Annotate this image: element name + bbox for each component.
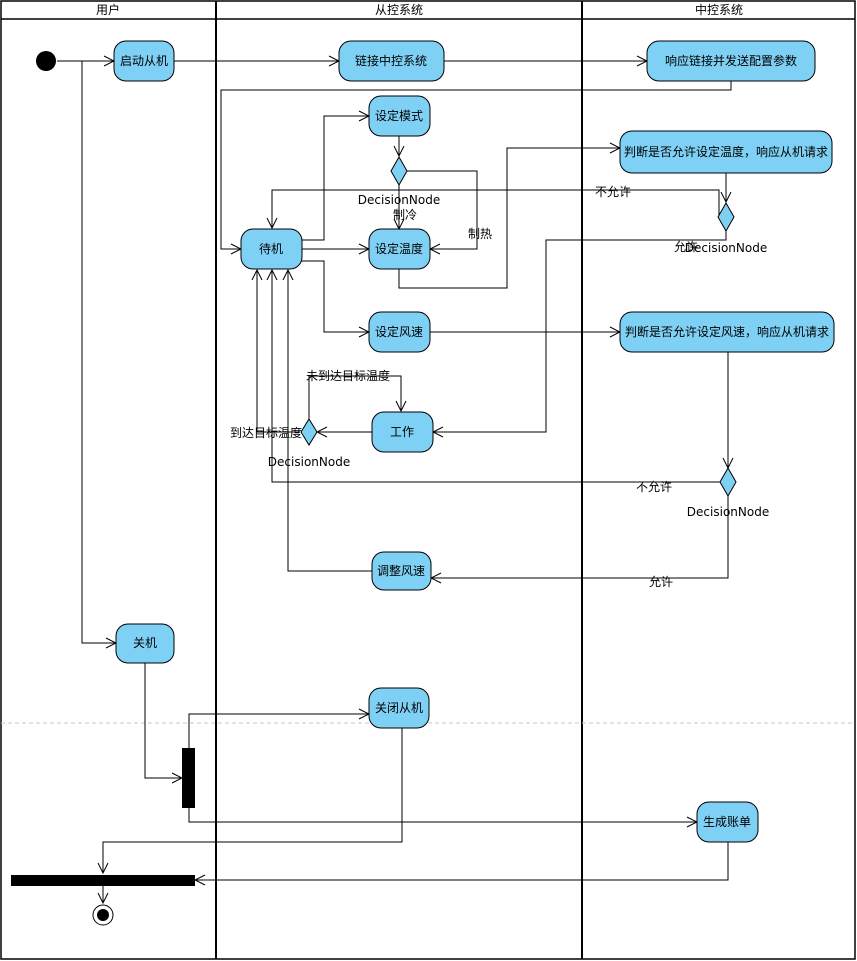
edge-decision-heat: [407, 170, 478, 249]
edge-label-cool: 制冷: [393, 208, 417, 222]
edge-speed-allow: [431, 496, 729, 578]
node-respond-link: [646, 40, 816, 82]
edge-start-to-power-off: [57, 60, 116, 643]
activity-nodes: [113, 40, 835, 843]
decision-work-temp-label: DecisionNode: [268, 455, 350, 469]
edge-set-temp-to-judge-temp: [398, 148, 620, 289]
node-power-off: [115, 623, 175, 664]
edge-fork-to-close: [188, 714, 369, 748]
node-judge-temp: [619, 130, 833, 174]
node-labels: 启动从机 链接中控系统 响应链接并发送配置参数 设定模式 待机 设定温度 判断是…: [120, 53, 829, 829]
lane-user-title: 用户: [96, 2, 120, 17]
node-set-speed: [368, 311, 431, 353]
label-set-temp: 设定温度: [375, 241, 423, 256]
edge-adjust-to-standby: [288, 270, 372, 572]
edge-reached: [257, 270, 300, 433]
edge-label-not-reached: 未到达目标温度: [306, 368, 390, 383]
edge-labels: 制冷 制热 不允许 允许 未到达目标温度 到达目标温度 不允许 允许: [230, 184, 698, 589]
label-set-mode: 设定模式: [375, 108, 423, 123]
node-start-slave: [113, 40, 175, 82]
edge-bill-to-join: [195, 842, 729, 880]
decision-speed-allow-diamond: [719, 466, 737, 498]
edge-label-allow-temp: 允许: [674, 239, 698, 254]
label-judge-speed: 判断是否允许设定风速，响应从机请求: [625, 324, 829, 339]
decision-mode-diamond: [390, 155, 408, 187]
node-work: [371, 411, 434, 453]
fork-bar: [182, 748, 195, 808]
edge-fork-to-bill: [188, 808, 697, 822]
join-bar: [11, 875, 195, 886]
node-set-temp: [368, 228, 431, 270]
edge-label-heat: 制热: [468, 227, 492, 241]
label-respond-link: 响应链接并发送配置参数: [665, 53, 797, 68]
label-start-slave: 启动从机: [120, 54, 168, 68]
lane-slave-title: 从控系统: [375, 3, 423, 17]
node-set-mode: [368, 95, 431, 137]
edge-label-not-allow-temp: 不允许: [595, 184, 631, 199]
decision-nodes: [300, 155, 737, 498]
node-adjust-speed: [371, 551, 432, 591]
decision-temp-allow-label: DecisionNode: [685, 241, 767, 255]
node-link-central: [338, 40, 445, 82]
edge-standby-to-set-speed: [300, 260, 369, 332]
edge-temp-allow: [433, 231, 727, 432]
edge-label-reached: 到达目标温度: [230, 425, 302, 440]
final-node: [92, 904, 114, 926]
decision-speed-allow-label: DecisionNode: [687, 505, 769, 519]
edge-respond-to-standby: [220, 80, 732, 249]
decision-work-temp-diamond: [300, 418, 318, 446]
label-gen-bill: 生成账单: [703, 815, 751, 829]
lane-central-title: 中控系统: [695, 2, 743, 17]
edge-label-not-allow-speed: 不允许: [636, 479, 672, 494]
label-link-central: 链接中控系统: [355, 53, 427, 68]
edges: [57, 61, 731, 903]
initial-node: [36, 51, 56, 71]
label-close-slave: 关闭从机: [375, 701, 423, 715]
edge-not-reached: [308, 375, 401, 420]
edge-temp-not-allow: [272, 189, 720, 228]
label-judge-temp: 判断是否允许设定温度，响应从机请求: [624, 144, 828, 159]
decision-labels: DecisionNode DecisionNode DecisionNode D…: [268, 193, 769, 519]
label-adjust-speed: 调整风速: [377, 563, 425, 578]
label-standby: 待机: [259, 242, 283, 256]
node-close-slave: [368, 687, 430, 729]
node-judge-speed: [619, 311, 835, 353]
edge-speed-not-allow: [272, 270, 720, 483]
node-gen-bill: [696, 801, 759, 843]
edge-close-to-join: [103, 728, 403, 873]
edge-power-off-to-fork: [144, 663, 182, 778]
decision-temp-allow-diamond: [717, 201, 735, 233]
decision-mode-label: DecisionNode: [358, 193, 440, 207]
label-work: 工作: [390, 425, 414, 439]
label-set-speed: 设定风速: [375, 324, 423, 339]
label-power-off: 关机: [133, 636, 157, 650]
edge-label-allow-speed: 允许: [649, 574, 673, 589]
node-standby: [240, 228, 303, 270]
edge-standby-to-set-mode: [300, 116, 369, 241]
